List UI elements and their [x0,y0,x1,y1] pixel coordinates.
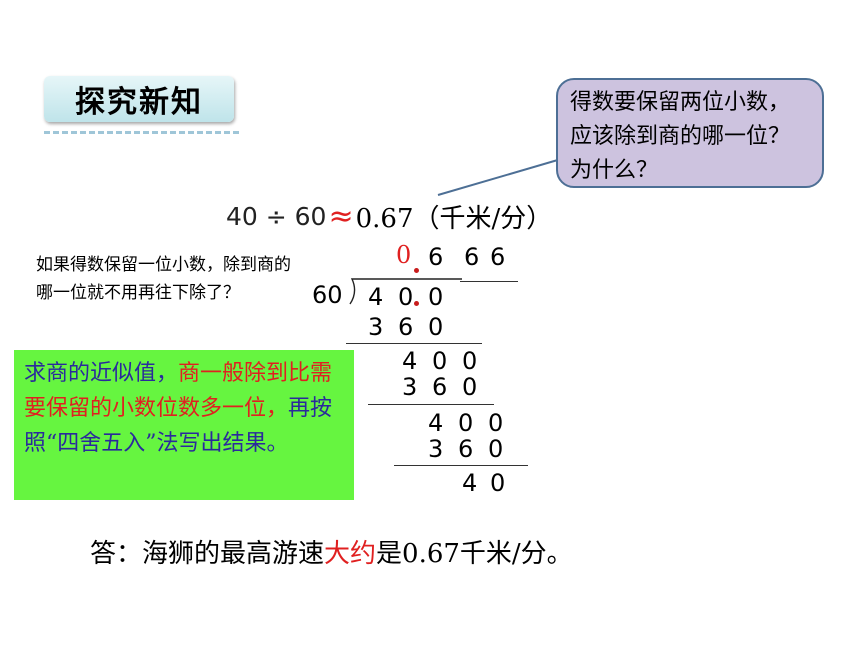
answer-highlight: 大约 [324,539,377,569]
quotient-digit: 0 [396,241,412,269]
dividend-digit: 0 [398,283,414,311]
step-digit: 0 [458,409,474,437]
subtraction-line [394,465,528,466]
quotient-underline [460,281,518,282]
decimal-point [414,268,419,273]
step-digit: 3 [402,373,418,401]
step-digit: 0 [462,347,478,375]
equation-result: 0.67（千米/分） [355,203,553,234]
quotient-digit: 6 [428,243,444,271]
step-digit: 4 [402,347,418,375]
step-digit: 0 [428,313,444,341]
answer-line: 答：海狮的最高游速大约是0.67千米/分。 [90,533,573,570]
summary-part-2: 商一般除到比需要保留的小数位数多一位， [24,361,333,421]
step-digit: 4 [428,409,444,437]
subtraction-line [346,343,482,344]
division-bracket [349,278,462,305]
subtraction-line [368,404,494,405]
equation-line: 40 ÷ 60 ≈ 0.67（千米/分） [226,196,552,236]
approx-symbol: ≈ [328,198,354,234]
section-title: 探究新知 [75,85,203,120]
step-digit: 3 [368,313,384,341]
remainder-digit: 0 [490,469,506,497]
step-digit: 6 [458,435,474,463]
callout-text: 得数要保留两位小数，应该除到商的哪一位？为什么？ [570,90,791,183]
summary-part-3: 再按照“四舍五入”法写出结果。 [24,396,333,456]
step-digit: 0 [462,373,478,401]
step-digit: 0 [488,435,504,463]
dividend-digit: 0 [428,283,444,311]
decimal-point [414,301,419,306]
section-title-tab: 探究新知 [44,76,234,122]
quotient-digit: 6 [464,243,480,271]
answer-prefix: 答：海狮的最高游速 [90,539,325,569]
divisor: 60 [312,281,343,309]
callout-bubble: 得数要保留两位小数，应该除到商的哪一位？为什么？ [556,78,824,188]
dividend-digit: 4 [368,283,384,311]
step-digit: 6 [432,373,448,401]
summary-box: 求商的近似值，商一般除到比需要保留的小数位数多一位，再按照“四舍五入”法写出结果… [14,350,354,500]
quotient-digit: 6 [490,243,506,271]
title-dashed-underline [44,131,239,134]
step-digit: 6 [398,313,414,341]
step-digit: 0 [488,409,504,437]
question-text: 如果得数保留一位小数，除到商的哪一位就不用再往下除了？ [36,255,291,303]
remainder-digit: 4 [462,469,478,497]
step-digit: 0 [432,347,448,375]
step-digit: 3 [428,435,444,463]
equation-expression: 40 ÷ 60 [226,201,327,231]
answer-suffix: 是0.67千米/分。 [376,539,573,569]
summary-part-1: 求商的近似值， [24,361,179,386]
